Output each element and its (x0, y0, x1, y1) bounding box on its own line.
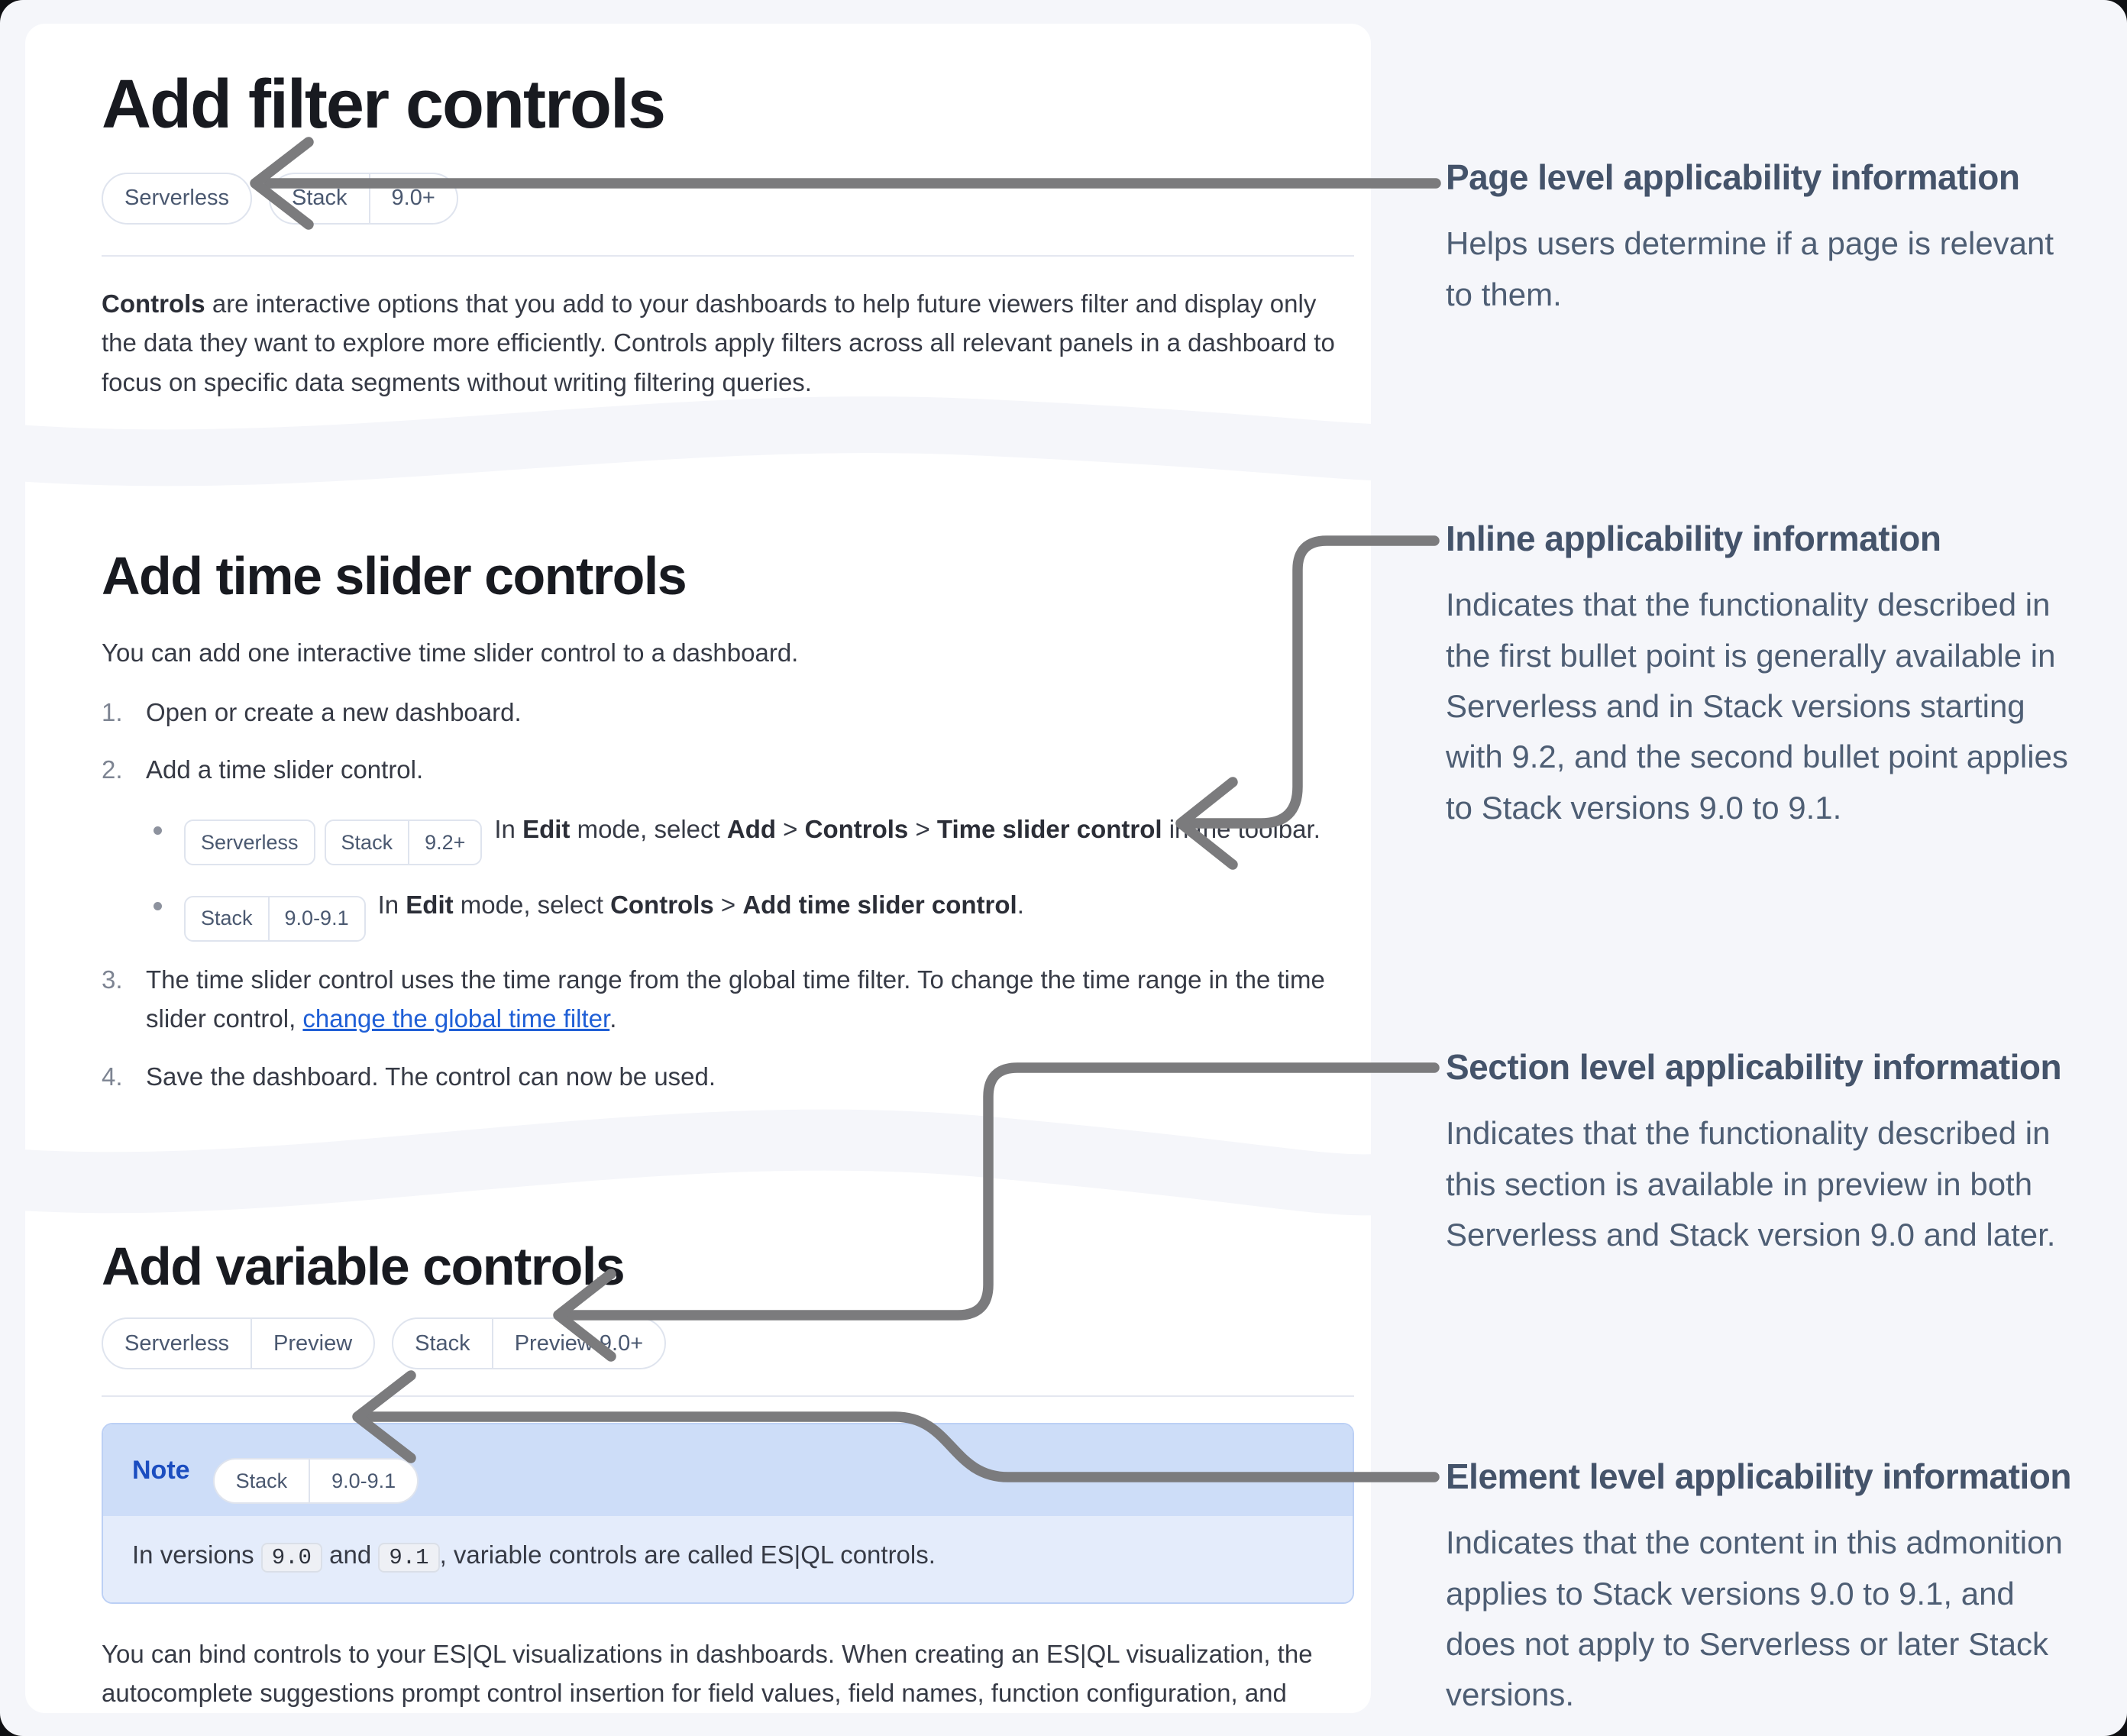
step-text: Open or create a new dashboard. (146, 697, 522, 726)
badge-segment: Stack (415, 1330, 470, 1356)
annotation-title: Section level applicability information (1446, 1047, 2062, 1087)
divider (102, 254, 1354, 257)
annotation-body: Indicates that the functionality describ… (1446, 587, 2068, 826)
badge-segment: Preview 9.0+ (491, 1319, 664, 1369)
annotation-title: Inline applicability information (1446, 519, 1941, 558)
step-item: 1. Open or create a new dashboard. (102, 693, 1354, 732)
divider (102, 1395, 1354, 1398)
text-link[interactable]: change the global time filter (302, 1004, 610, 1033)
annotation-body: Indicates that the functionality describ… (1446, 1115, 2056, 1253)
annotation-inline-level: Inline applicability information Indicat… (1446, 518, 2081, 833)
annotation-title: Page level applicability information (1446, 157, 2020, 197)
step-number: 1. (102, 697, 123, 726)
bullet-item: Serverless Stack 9.2+ In Edit mode, select … (146, 810, 1354, 866)
applicability-badge: Stack 9.2+ (324, 820, 483, 866)
note-label: Note (132, 1455, 190, 1485)
annotation-element-level: Element level applicability information … (1446, 1456, 2081, 1721)
bullet-item: Stack 9.0-9.1 In Edit mode, select Control… (146, 885, 1354, 942)
badge-segment: Stack (201, 907, 253, 930)
section-intro: You can add one interactive time slider … (102, 638, 799, 668)
section-applicability-badges: Serverless Preview Stack Preview 9.0+ (102, 1317, 1354, 1370)
bullet-text: In Edit mode, select Controls > Add time… (377, 891, 1024, 920)
step-item: 3. The time slider control uses the time… (102, 960, 1354, 1039)
step-item: 4. Save the dashboard. The control can n… (102, 1057, 1354, 1096)
ordered-steps: 1. Open or create a new dashboard. 2. Ad… (102, 693, 1354, 1096)
badge-segment: Stack (292, 186, 347, 211)
applicability-badge: Serverless Preview (102, 1317, 376, 1370)
bullet-text: In Edit mode, select Add > Controls > Ti… (494, 814, 1320, 843)
annotation-page-level: Page level applicability information Hel… (1446, 157, 2081, 320)
applicability-badge: Stack 9.0+ (269, 172, 458, 225)
inline-applicability-badges: Stack 9.0-9.1 (184, 895, 366, 942)
badge-segment: 9.0-9.1 (267, 897, 364, 940)
note-body: In versions 9.0 and 9.1, variable contro… (103, 1516, 1353, 1602)
applicability-badge: Serverless (184, 820, 315, 866)
badge-segment: Serverless (201, 830, 299, 854)
step-number: 2. (102, 755, 123, 784)
section-title: Add variable controls (102, 1237, 625, 1296)
section-title: Add time slider controls (102, 546, 687, 606)
inline-applicability-badges: Serverless Stack 9.2+ (184, 820, 483, 866)
badge-segment: Preview (251, 1319, 373, 1369)
intro-paragraph: Controls are interactive options that yo… (102, 289, 1335, 396)
step-item: 2. Add a time slider control. Serverless… (102, 750, 1354, 942)
note-header: Note Stack 9.0-9.1 (103, 1424, 1353, 1517)
badge-segment: Serverless (124, 186, 229, 211)
annotation-section-level: Section level applicability information … (1446, 1046, 2081, 1260)
annotation-body: Helps users determine if a page is relev… (1446, 225, 2054, 312)
inline-code: 9.1 (378, 1543, 440, 1573)
applicability-badge: Stack 9.0-9.1 (212, 1458, 419, 1505)
applicability-badge: Stack Preview 9.0+ (392, 1317, 667, 1370)
step-text: The time slider control uses the time ra… (146, 965, 1325, 1033)
step-text: Add a time slider control. (146, 755, 424, 784)
note-admonition: Note Stack 9.0-9.1 In versions 9.0 and 9.… (102, 1423, 1354, 1604)
badge-segment: Stack (235, 1469, 288, 1492)
inline-code: 9.0 (260, 1543, 322, 1573)
badge-segment: 9.2+ (408, 821, 480, 865)
note-applicability-badge: Stack 9.0-9.1 (212, 1458, 419, 1505)
badge-segment: Serverless (124, 1330, 229, 1356)
step-number: 3. (102, 965, 123, 994)
badge-segment: Stack (341, 830, 393, 854)
section-add-time-slider-controls: Add time slider controls You can add one… (102, 546, 1354, 1114)
badge-segment: 9.0+ (368, 173, 457, 223)
closing-paragraph: You can bind controls to your ES|QL visu… (102, 1639, 1313, 1708)
applicability-badge: Stack 9.0-9.1 (184, 895, 366, 942)
step-number: 4. (102, 1062, 123, 1091)
badge-segment: 9.0-9.1 (309, 1460, 417, 1503)
page-applicability-badges: Serverless Stack 9.0+ (102, 172, 1354, 225)
applicability-badge: Serverless (102, 172, 252, 225)
wave-divider (25, 396, 1371, 487)
page-title: Add filter controls (102, 66, 666, 143)
annotation-title: Element level applicability information (1446, 1456, 2071, 1496)
annotation-body: Indicates that the content in this admon… (1446, 1524, 2063, 1713)
step-text: Save the dashboard. The control can now … (146, 1062, 716, 1091)
